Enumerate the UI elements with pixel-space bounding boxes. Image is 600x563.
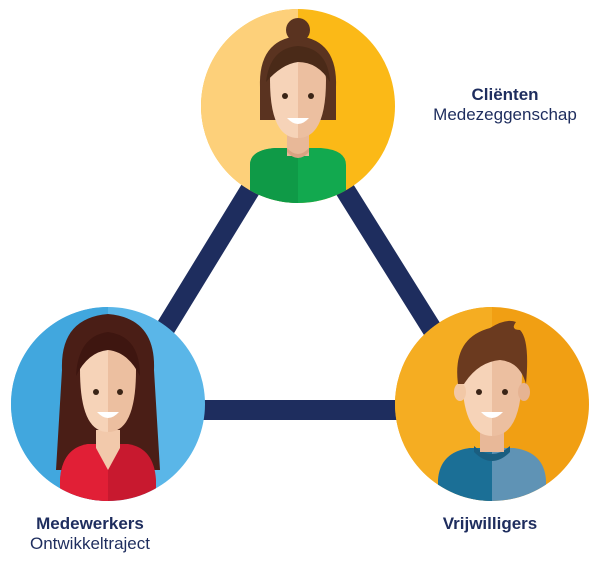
- vrijwilligers-title: Vrijwilligers: [442, 514, 538, 533]
- label-vrijwilligers: Vrijwilligers: [405, 514, 575, 534]
- avatar-medewerkers: [11, 307, 205, 501]
- label-medewerkers: Medewerkers Ontwikkeltraject: [0, 514, 180, 555]
- clienten-title: Cliënten: [471, 85, 539, 104]
- connector-clienten-vrijwilligers: [333, 179, 451, 351]
- medewerkers-title: Medewerkers: [36, 514, 144, 533]
- medewerkers-subtitle: Ontwikkeltraject: [30, 534, 150, 554]
- label-clienten: Cliënten Medezeggenschap: [410, 85, 600, 126]
- clienten-subtitle: Medezeggenschap: [433, 105, 577, 125]
- avatar-vrijwilligers: [395, 307, 589, 501]
- connectors: [146, 179, 451, 420]
- connector-clienten-medewerkers: [146, 179, 262, 351]
- avatar-clienten: [201, 9, 395, 203]
